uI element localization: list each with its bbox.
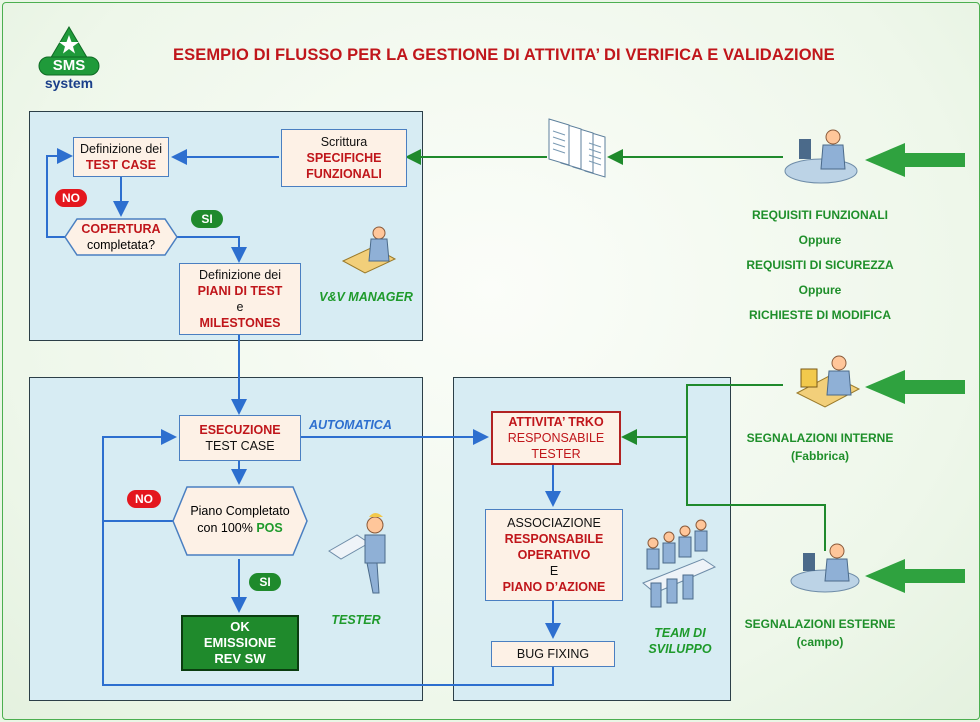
- internal-reports-workstation-icon: [795, 355, 861, 408]
- dev-team-icon: [642, 519, 717, 608]
- input-arrows: [865, 143, 965, 593]
- trko-line3: TESTER: [531, 447, 581, 461]
- ok-line2: EMISSIONE: [203, 635, 277, 650]
- coverage-no-badge: NO: [55, 189, 87, 207]
- requirements-inputs: REQUISITI FUNZIONALI Oppure REQUISITI DI…: [723, 203, 917, 328]
- coverage-line1: COPERTURA: [81, 222, 161, 236]
- coverage-decision-shape: [64, 218, 178, 256]
- plan-yes-badge: SI: [249, 573, 281, 591]
- coverage-yes-badge: SI: [191, 210, 223, 228]
- flow-connectors: [46, 118, 965, 686]
- logo-subtext: system: [44, 75, 94, 91]
- ok-release-box: OK EMISSIONE REV SW: [181, 615, 299, 671]
- coverage-decision: COPERTURA completata?: [65, 219, 177, 255]
- page-title: ESEMPIO DI FLUSSO PER LA GESTIONE DI ATT…: [173, 46, 835, 64]
- vv-manager-icon: [341, 226, 397, 274]
- internal-title: SEGNALAZIONI INTERNE: [746, 431, 894, 445]
- define-test-plans-box: Definizione dei PIANI DI TEST e MILESTON…: [179, 263, 301, 335]
- external-reports: SEGNALAZIONI ESTERNE (campo): [727, 615, 913, 651]
- external-sub: (campo): [796, 635, 844, 649]
- internal-sub: (Fabbrica): [790, 449, 849, 463]
- star-icon: [59, 35, 79, 54]
- bug-label: BUG FIXING: [516, 647, 590, 661]
- req-functional: REQUISITI FUNZIONALI: [752, 208, 888, 222]
- dev-team-line1: TEAM DI: [654, 626, 706, 640]
- req-change: RICHIESTE DI MODIFICA: [748, 308, 891, 322]
- plan-no-badge: NO: [127, 490, 161, 508]
- coverage-line2: completata?: [86, 238, 156, 252]
- association-box: ASSOCIAZIONE RESPONSABILE OPERATIVO E PI…: [485, 509, 623, 601]
- logo-mark: [38, 26, 100, 76]
- define-test-case-line1: Definizione dei: [80, 142, 162, 156]
- plan-line2a: con 100%: [197, 521, 257, 535]
- dev-team-line2: SVILUPPO: [648, 642, 712, 656]
- sms-logo: SMS system: [33, 25, 105, 95]
- plans-line4: MILESTONES: [199, 316, 281, 330]
- trko-line2: RESPONSABILE: [507, 431, 605, 445]
- trko-line1: ATTIVITA’ TRKO: [508, 415, 604, 429]
- bug-fixing-box: BUG FIXING: [491, 641, 615, 667]
- plan-decision-shape: [172, 486, 308, 556]
- req-or-2: Oppure: [798, 283, 842, 297]
- define-test-case-line2: TEST CASE: [85, 158, 157, 172]
- automatic-label: AUTOMATICA: [309, 418, 392, 432]
- dev-team-label: TEAM DI SVILUPPO: [637, 625, 723, 657]
- assoc-line5: PIANO D’AZIONE: [502, 580, 606, 594]
- vv-manager-label: V&V MANAGER: [319, 290, 413, 304]
- assoc-line4: E: [549, 564, 559, 578]
- write-specs-box: Scrittura SPECIFICHE FUNZIONALI: [281, 129, 407, 187]
- assoc-line2: RESPONSABILE: [504, 532, 604, 546]
- exec-line1: ESECUZIONE: [199, 423, 281, 437]
- assoc-line1: ASSOCIAZIONE: [507, 516, 601, 530]
- logo-text: SMS: [52, 57, 86, 74]
- requirements-workstation-icon: [784, 129, 858, 184]
- write-specs-line2: SPECIFICHE: [306, 151, 382, 165]
- exec-line2: TEST CASE: [205, 439, 275, 453]
- ok-line3: REV SW: [214, 651, 266, 666]
- plans-line2: PIANI DI TEST: [197, 284, 283, 298]
- plans-line3: e: [236, 300, 244, 314]
- tester-icon: [328, 513, 386, 594]
- define-test-case-box: Definizione dei TEST CASE: [73, 137, 169, 177]
- plan-line1: Piano Completato: [190, 504, 290, 518]
- external-title: SEGNALAZIONI ESTERNE: [744, 617, 896, 631]
- ok-line1: OK: [230, 619, 250, 634]
- write-specs-line1: Scrittura: [320, 135, 368, 149]
- document-stack-icon: [548, 118, 606, 178]
- plan-pos: POS: [256, 521, 283, 535]
- assoc-line3: OPERATIVO: [517, 548, 591, 562]
- req-safety: REQUISITI DI SICUREZZA: [746, 258, 894, 272]
- req-or-1: Oppure: [798, 233, 842, 247]
- plan-complete-decision: Piano Completato con 100% POS: [173, 503, 307, 537]
- trko-activity-box: ATTIVITA’ TRKO RESPONSABILE TESTER: [491, 411, 621, 465]
- plans-line1: Definizione dei: [199, 268, 281, 282]
- external-reports-workstation-icon: [790, 543, 860, 593]
- write-specs-line3: FUNZIONALI: [306, 167, 382, 181]
- execute-test-case-box: ESECUZIONE TEST CASE: [179, 415, 301, 461]
- tester-label: TESTER: [331, 613, 381, 627]
- internal-reports: SEGNALAZIONI INTERNE (Fabbrica): [727, 429, 913, 465]
